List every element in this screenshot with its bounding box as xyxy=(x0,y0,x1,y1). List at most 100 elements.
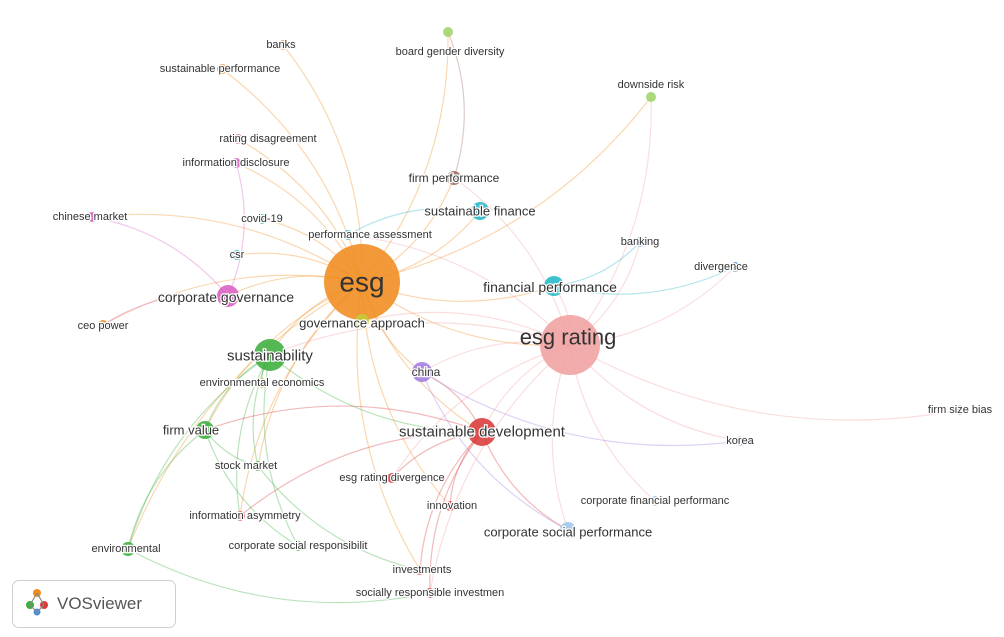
label-investments[interactable]: investments xyxy=(391,563,453,578)
node-ceo-power[interactable] xyxy=(98,320,108,330)
node-performance-assessment[interactable] xyxy=(343,230,353,240)
link-sustainability-sustainable-development xyxy=(269,354,483,433)
label-ceo-power[interactable]: ceo power xyxy=(76,319,130,334)
node-corporate-financial-performance[interactable] xyxy=(650,496,660,506)
label-corporate-social-performance[interactable]: corporate social performance xyxy=(483,523,654,541)
node-esg[interactable] xyxy=(324,244,400,320)
node-firm-performance[interactable] xyxy=(447,171,461,185)
label-firm-value[interactable]: firm value xyxy=(162,421,221,439)
label-banking[interactable]: banking xyxy=(619,235,660,250)
link-esg-chinese-market xyxy=(91,213,363,283)
node-investments[interactable] xyxy=(415,565,425,575)
link-firm-value-corporate-social-responsibility xyxy=(204,429,299,547)
vosviewer-logo-box: VOSviewer xyxy=(12,580,176,628)
node-financial-performance[interactable] xyxy=(544,276,564,296)
node-covid-19[interactable] xyxy=(257,214,267,224)
label-environmental[interactable]: environmental xyxy=(90,542,162,557)
label-corporate-financial-performance[interactable]: corporate financial performanc xyxy=(579,494,731,509)
link-sustainability-information-asymmetry xyxy=(236,354,271,517)
label-divergence[interactable]: divergence xyxy=(693,260,749,275)
link-corporate-governance-information-disclosure xyxy=(227,162,245,297)
link-esg-downside-risk xyxy=(361,96,652,283)
label-sustainability[interactable]: sustainability xyxy=(226,346,315,366)
node-sustainable-performance[interactable] xyxy=(217,64,227,74)
label-corporate-governance[interactable]: corporate governance xyxy=(157,288,296,307)
link-sustainable-development-socially-responsible-investment xyxy=(429,431,483,594)
nodes-layer xyxy=(87,27,965,598)
link-esg-rating-firm-size-bias xyxy=(569,344,961,421)
label-environmental-economics[interactable]: environmental economics xyxy=(198,376,326,391)
node-corporate-governance[interactable] xyxy=(217,285,239,307)
node-innovation[interactable] xyxy=(445,501,455,511)
label-board-gender-diversity[interactable]: board gender diversity xyxy=(394,45,506,60)
node-corporate-social-performance[interactable] xyxy=(560,522,576,538)
node-sustainable-finance[interactable] xyxy=(471,202,489,220)
node-esg-rating-divergence[interactable] xyxy=(387,473,397,483)
link-stock-market-investments xyxy=(257,465,421,571)
node-environmental-economics[interactable] xyxy=(257,378,267,388)
label-downside-risk[interactable]: downside risk xyxy=(616,78,686,93)
labels-layer: banks sustainable performance board gender… xyxy=(51,38,994,601)
node-rating-disagreement[interactable] xyxy=(233,134,243,144)
node-environmental[interactable] xyxy=(121,542,135,556)
label-governance-approach[interactable]: governance approach xyxy=(298,314,426,332)
label-socially-responsible-investment[interactable]: socially responsible investmen xyxy=(354,586,505,601)
label-esg[interactable]: esg xyxy=(339,267,384,298)
label-innovation[interactable]: innovation xyxy=(426,499,479,514)
node-chinese-market[interactable] xyxy=(87,212,97,222)
label-financial-performance[interactable]: financial performance xyxy=(482,278,619,297)
vosviewer-brand-text: VOSviewer xyxy=(57,594,143,613)
link-sustainable-development-investments xyxy=(419,431,483,571)
link-financial-performance-banking xyxy=(553,241,641,287)
label-esg-rating-divergence[interactable]: esg rating divergence xyxy=(338,471,446,486)
node-sustainable-development[interactable] xyxy=(468,418,496,446)
node-information-disclosure[interactable] xyxy=(231,158,241,168)
link-esg-environmental xyxy=(127,281,363,550)
node-china[interactable] xyxy=(412,362,432,382)
node-information-asymmetry[interactable] xyxy=(235,511,245,521)
label-stock-market[interactable]: stock market xyxy=(214,459,279,474)
label-esg-rating[interactable]: esg rating xyxy=(520,325,617,350)
link-sustainability-environmental xyxy=(127,354,271,550)
node-firm-value[interactable] xyxy=(196,421,214,439)
label-corporate-social-responsibility[interactable]: corporate social responsibilit xyxy=(227,539,368,554)
node-banks[interactable] xyxy=(278,40,288,50)
node-csr[interactable] xyxy=(232,250,242,260)
link-corporate-governance-ceo-power xyxy=(102,293,229,326)
label-sustainable-performance[interactable]: sustainable performance xyxy=(159,62,282,77)
link-esg-rating-performance-assessment xyxy=(347,234,571,346)
link-financial-performance-divergence xyxy=(553,266,736,295)
node-stock-market[interactable] xyxy=(253,461,263,471)
label-covid-19[interactable]: covid-19 xyxy=(240,212,284,227)
label-information-asymmetry[interactable]: information asymmetry xyxy=(188,509,302,524)
link-sustainable-development-information-asymmetry xyxy=(239,431,483,517)
node-socially-responsible-investment[interactable] xyxy=(425,588,435,598)
label-china[interactable]: china xyxy=(410,364,442,381)
node-esg-rating[interactable] xyxy=(540,315,600,375)
link-firm-value-environmental xyxy=(127,429,206,550)
link-esg-rating-sustainability xyxy=(269,322,571,356)
node-sustainability[interactable] xyxy=(254,339,286,371)
label-sustainable-development[interactable]: sustainable development xyxy=(398,422,567,442)
label-csr[interactable]: csr xyxy=(228,248,246,263)
label-information-disclosure[interactable]: information disclosure xyxy=(181,156,291,171)
node-governance-approach[interactable] xyxy=(355,314,369,328)
label-sustainable-finance[interactable]: sustainable finance xyxy=(423,202,537,220)
node-korea[interactable] xyxy=(735,436,745,446)
label-firm-size-bias[interactable]: firm size bias xyxy=(927,403,994,418)
node-downside-risk[interactable] xyxy=(646,92,656,102)
link-environmental-socially-responsible-investment xyxy=(127,548,431,604)
link-corporate-governance-chinese-market xyxy=(91,216,229,297)
label-rating-disagreement[interactable]: rating disagreement xyxy=(218,132,318,147)
label-performance-assessment[interactable]: performance assessment xyxy=(307,228,433,243)
label-chinese-market[interactable]: chinese market xyxy=(51,210,128,225)
label-banks[interactable]: banks xyxy=(265,38,297,53)
node-corporate-social-responsibility[interactable] xyxy=(293,541,303,551)
node-banking[interactable] xyxy=(635,237,645,247)
node-divergence[interactable] xyxy=(730,262,740,272)
label-korea[interactable]: korea xyxy=(725,434,756,449)
node-board-gender-diversity[interactable] xyxy=(443,27,453,37)
label-firm-performance[interactable]: firm performance xyxy=(407,170,501,187)
node-firm-size-bias[interactable] xyxy=(955,405,965,415)
